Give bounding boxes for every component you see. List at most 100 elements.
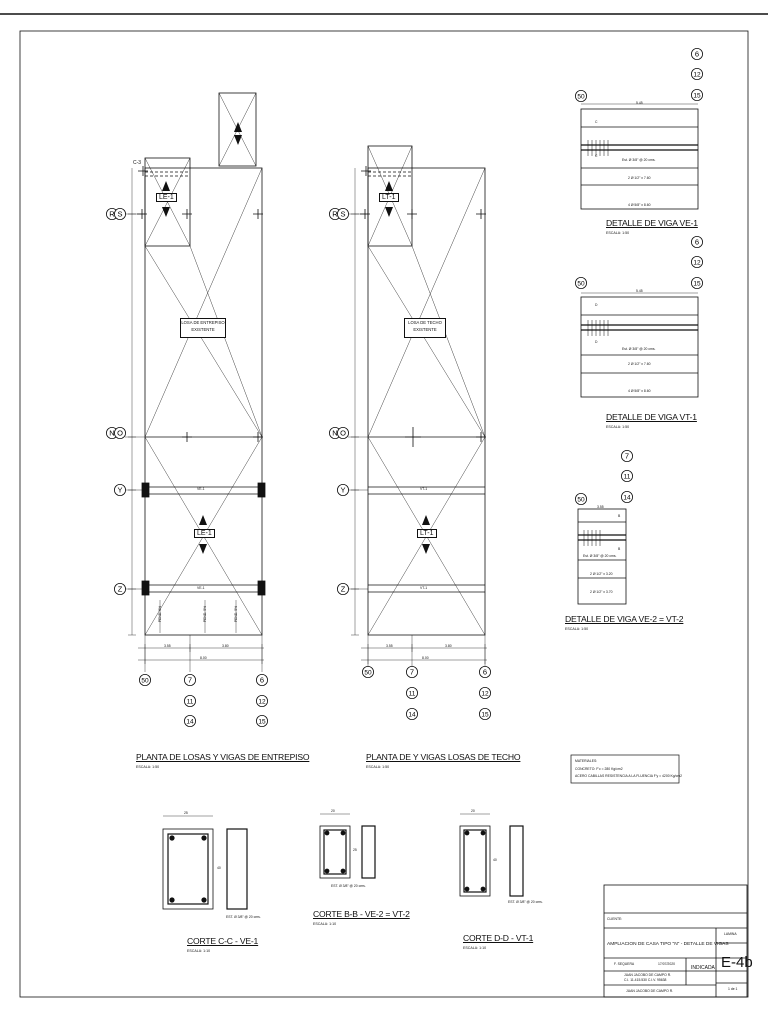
rebar-note: 2 Ø 1/2" x 7.60 bbox=[628, 362, 651, 366]
svg-text:Y: Y bbox=[117, 486, 122, 495]
svg-text:50: 50 bbox=[141, 678, 149, 685]
svg-text:50: 50 bbox=[577, 497, 585, 504]
drawing-date: 17/07/2020 bbox=[658, 962, 675, 966]
sheet-number: E-4b bbox=[721, 954, 753, 971]
section-title: CORTE C-C - VE-1 bbox=[187, 936, 259, 946]
svg-text:11: 11 bbox=[409, 691, 416, 698]
grid-bubble: 50 bbox=[361, 666, 374, 679]
grid-bubble: 12 bbox=[478, 687, 491, 700]
svg-text:Z: Z bbox=[341, 585, 346, 594]
engineer-line: JUAN JACOBO DE CAMPO R. bbox=[624, 973, 672, 977]
beam-tag: VT-1 bbox=[420, 487, 428, 491]
sheet-count: 1 de 1 bbox=[728, 987, 738, 991]
plan-dimension: 3.55 bbox=[386, 644, 393, 648]
beam-detail-title: DETALLE DE VIGA VT-1 bbox=[606, 412, 697, 422]
plan-dimension: 3.80 bbox=[445, 644, 452, 648]
svg-text:S: S bbox=[117, 210, 122, 219]
svg-text:N: N bbox=[332, 429, 337, 438]
beam-detail-scale: ESCALA: 1:50 bbox=[565, 627, 589, 631]
svg-text:Y: Y bbox=[340, 486, 345, 495]
cut-marker: C bbox=[595, 120, 598, 124]
plan-dimension: 3.80 bbox=[222, 644, 229, 648]
svg-text:12: 12 bbox=[258, 699, 266, 706]
stirrup-note: Est. Ø 3/8" @ 20 cms. bbox=[583, 554, 617, 558]
grid-bubble: 7 bbox=[183, 674, 196, 687]
beam-length: 5.45 bbox=[636, 289, 643, 293]
plan-dimension: 3.55 bbox=[164, 644, 171, 648]
beam-length: 5.45 bbox=[636, 101, 643, 105]
grid-bubble: Y bbox=[336, 483, 349, 496]
svg-text:6: 6 bbox=[695, 50, 699, 59]
existing-slab-label: LOSA DE TECHO EXISTENTE bbox=[404, 318, 446, 338]
svg-text:50: 50 bbox=[577, 94, 585, 101]
svg-text:6: 6 bbox=[695, 238, 699, 247]
existing-slab-line: EXISTENTE bbox=[413, 327, 437, 332]
section-note: EST. Ø 3/8" @ 20 cms. bbox=[508, 900, 543, 904]
svg-text:15: 15 bbox=[693, 93, 701, 100]
grid-bubble: Z bbox=[114, 583, 127, 596]
scale-value: INDICADA bbox=[691, 965, 715, 971]
svg-text:S: S bbox=[340, 210, 345, 219]
beam-detail-scale: ESCALA: 1:50 bbox=[606, 231, 630, 235]
svg-text:O: O bbox=[340, 429, 346, 438]
svg-text:15: 15 bbox=[693, 281, 701, 288]
load-arrow bbox=[162, 181, 170, 191]
project-name: AMPLIACION DE CASA TIPO "N" - DETALLE DE… bbox=[607, 942, 729, 947]
svg-text:6: 6 bbox=[260, 676, 264, 685]
load-arrow bbox=[199, 515, 207, 525]
plan-scale: ESCALA: 1:50 bbox=[136, 765, 160, 769]
grid-bubble: 6 bbox=[691, 48, 704, 61]
svg-text:12: 12 bbox=[693, 260, 701, 267]
svg-text:11: 11 bbox=[187, 699, 194, 706]
cut-marker: D bbox=[595, 340, 598, 344]
grid-bubble: 7 bbox=[621, 449, 634, 462]
grid-bubble: S bbox=[336, 207, 349, 220]
materials-heading: MATERIALES: bbox=[575, 759, 598, 763]
drawn-by: F. SEQUERA bbox=[614, 962, 635, 966]
svg-text:11: 11 bbox=[624, 474, 631, 481]
section-scale: ESCALA: 1:10 bbox=[313, 922, 337, 926]
section-width: 25 bbox=[184, 811, 188, 815]
load-arrow bbox=[385, 207, 393, 217]
beam-detail-title: DETALLE DE VIGA VE-2 = VT-2 bbox=[565, 614, 684, 624]
stirrup-note: Est. Ø 3/8" @ 20 cms. bbox=[622, 347, 656, 351]
grid-bubble: O bbox=[336, 426, 349, 439]
beam-detail-linework bbox=[577, 103, 699, 605]
svg-text:O: O bbox=[117, 429, 123, 438]
section-height: 25 bbox=[353, 848, 357, 852]
svg-text:Z: Z bbox=[118, 585, 123, 594]
grid-bubble: S bbox=[114, 207, 127, 220]
plan-scale: ESCALA: 1:50 bbox=[366, 765, 390, 769]
grid-bubble: 14 bbox=[405, 708, 418, 721]
load-arrow bbox=[385, 181, 393, 191]
svg-text:15: 15 bbox=[481, 712, 489, 719]
grid-bubble: 15 bbox=[478, 708, 491, 721]
grid-bubble: 15 bbox=[691, 276, 704, 289]
slab-tag: LT-1 bbox=[417, 529, 437, 538]
sheet-label: LAMINA bbox=[724, 932, 737, 936]
grid-bubble: 50 bbox=[575, 492, 588, 505]
rebar-note: 2 Ø 1/2" x 7.60 bbox=[628, 176, 651, 180]
grid-bubble: 15 bbox=[691, 89, 704, 102]
svg-text:15: 15 bbox=[258, 719, 266, 726]
grid-bubble: 6 bbox=[691, 235, 704, 248]
rebar-note: 2 Ø 1/2" x 3.70 bbox=[590, 590, 613, 594]
plan-dimension: 8.00 bbox=[200, 656, 207, 660]
svg-text:7: 7 bbox=[188, 676, 192, 685]
svg-text:14: 14 bbox=[623, 495, 631, 502]
slab-tag: LE-1 bbox=[194, 529, 215, 538]
grid-bubble: O bbox=[114, 426, 127, 439]
svg-text:12: 12 bbox=[693, 72, 701, 79]
grid-bubble: 12 bbox=[691, 68, 704, 81]
grid-bubble: 12 bbox=[255, 695, 268, 708]
plan-title: PLANTA DE LOSAS Y VIGAS DE ENTREPISO bbox=[136, 752, 310, 762]
svg-text:14: 14 bbox=[186, 719, 194, 726]
materials-line: CONCRETO: F'c = 280 Kg/cm2 bbox=[575, 767, 623, 771]
svg-text:12: 12 bbox=[481, 691, 489, 698]
section-width: 20 bbox=[471, 809, 475, 813]
grid-bubble: 6 bbox=[255, 674, 268, 687]
slab-tag: LT-1 bbox=[379, 193, 399, 202]
engineer-line: C.I. 11.415.530 C.I.V. 95638 bbox=[624, 978, 667, 982]
beam-tag: VT-1 bbox=[420, 586, 428, 590]
grid-bubble: 7 bbox=[405, 666, 418, 679]
